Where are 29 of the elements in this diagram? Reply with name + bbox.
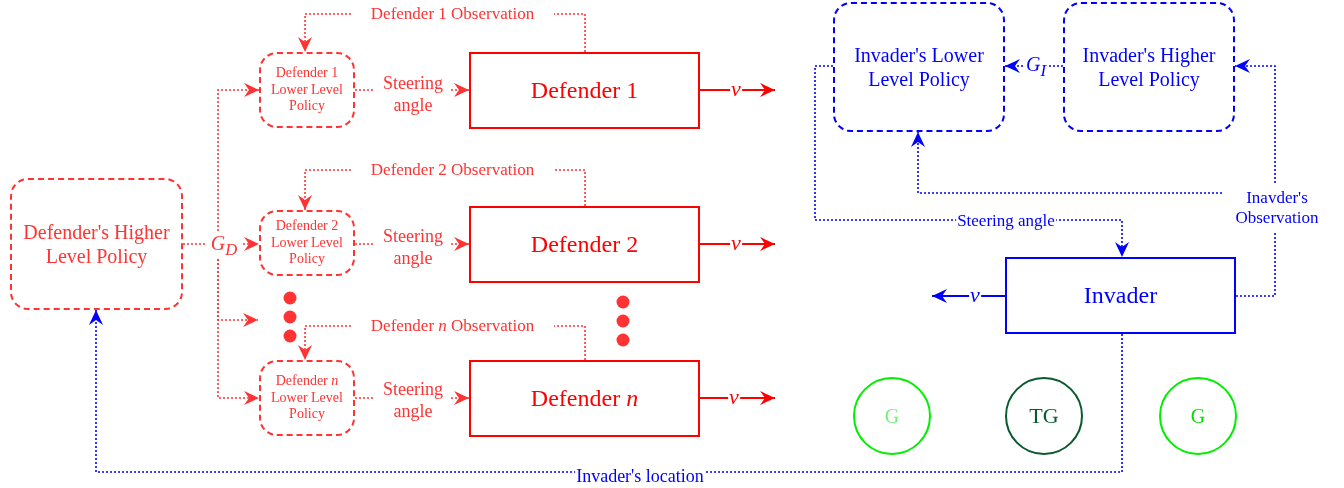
edge-label: Steering angle <box>375 379 451 423</box>
arrow <box>1234 59 1276 184</box>
edge-label: Steering angle <box>375 226 451 270</box>
policy-box: Defender n Lower Level Policy <box>259 360 355 436</box>
goal-circle: TG <box>1005 377 1083 455</box>
arrow <box>89 309 1123 473</box>
arrow <box>217 83 260 232</box>
policy-box: Defender 1 Lower Level Policy <box>259 52 355 128</box>
connector-line <box>1235 232 1276 297</box>
agent-box: Defender n <box>469 360 700 437</box>
agent-box: Defender 1 <box>469 52 700 129</box>
edge-label: Steering angle <box>375 73 451 117</box>
policy-box: Defender 2 Lower Level Policy <box>259 210 355 276</box>
agent-box: Invader <box>1005 257 1236 334</box>
arrow <box>242 237 260 251</box>
arrow <box>298 13 352 53</box>
goal-circle: G <box>1159 377 1237 455</box>
arrow <box>298 169 352 211</box>
policy-box: Invader's Lower Level Policy <box>833 2 1005 132</box>
arrow <box>298 325 352 361</box>
connector-line <box>553 169 586 207</box>
arrow <box>217 258 259 327</box>
agent-box: Defender 2 <box>469 206 700 283</box>
arrow <box>699 391 776 405</box>
goal-circle: G <box>853 377 931 455</box>
policy-box: Invader's Higher Level Policy <box>1063 2 1235 132</box>
connector-line <box>182 243 206 245</box>
policy-box: Defender's Higher Level Policy <box>10 178 183 310</box>
arrow <box>911 131 1223 194</box>
